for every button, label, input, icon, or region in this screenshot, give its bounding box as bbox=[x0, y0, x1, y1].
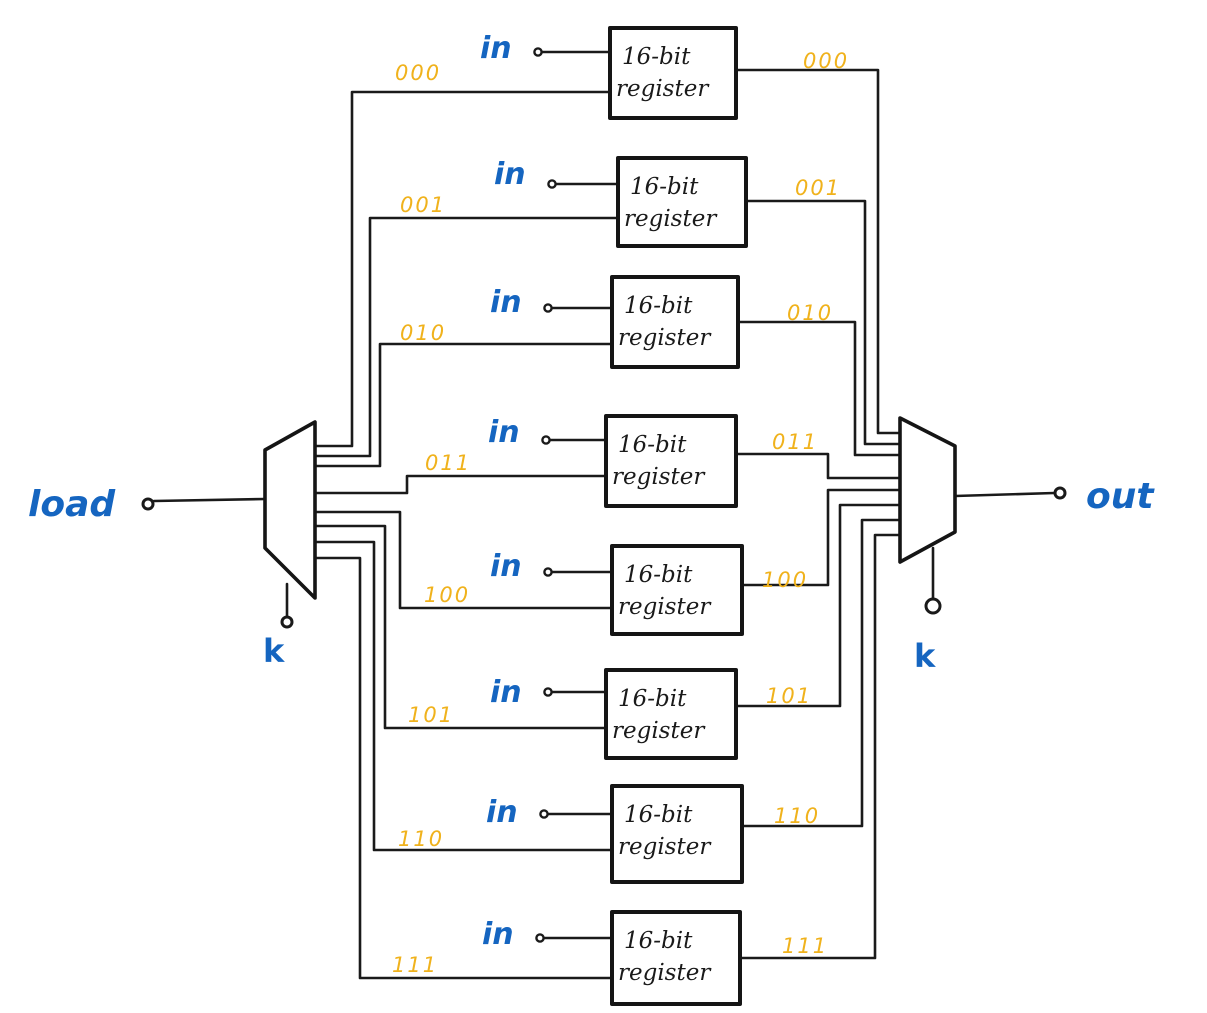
out-label: out bbox=[1086, 476, 1155, 517]
mux-wire-110 bbox=[740, 518, 902, 828]
output-multiplexer bbox=[898, 416, 957, 564]
input-label: in bbox=[486, 795, 518, 830]
input-port bbox=[543, 567, 553, 577]
demux-wire-111 bbox=[313, 556, 614, 980]
address-label-out: 111 bbox=[782, 934, 828, 958]
load-port bbox=[141, 497, 155, 511]
register-subtitle: register bbox=[612, 464, 706, 490]
address-label-out: 010 bbox=[787, 301, 833, 325]
input-label: in bbox=[488, 415, 520, 450]
input-port bbox=[543, 687, 553, 697]
labels: load out k k in 000 000 in 001 001 in 010 010 in 0… bbox=[28, 31, 1155, 977]
register-block-110 bbox=[610, 784, 744, 884]
address-label-out: 100 bbox=[762, 568, 808, 592]
address-label-out: 000 bbox=[803, 49, 849, 73]
input-label: in bbox=[490, 285, 522, 320]
address-label-out: 011 bbox=[772, 430, 818, 454]
demux-select-port bbox=[280, 615, 294, 629]
mux-select-port bbox=[924, 597, 942, 615]
register-subtitle: register bbox=[612, 718, 706, 744]
input-port bbox=[541, 435, 551, 445]
address-label-in: 011 bbox=[425, 451, 471, 475]
register-blocks: 16-bit register 16-bit register 16-bit regist… bbox=[604, 26, 748, 1006]
register-block-001 bbox=[616, 156, 748, 248]
input-port bbox=[533, 47, 543, 57]
register-title: 16-bit bbox=[618, 686, 687, 712]
address-label-in: 111 bbox=[392, 953, 438, 977]
address-label-out: 001 bbox=[795, 176, 841, 200]
input-label: in bbox=[482, 917, 514, 952]
register-block-000 bbox=[608, 26, 738, 120]
register-title: 16-bit bbox=[624, 293, 693, 319]
register-subtitle: register bbox=[616, 76, 710, 102]
demux-select-label: k bbox=[263, 632, 285, 670]
address-label-in: 110 bbox=[398, 827, 444, 851]
address-label-in: 001 bbox=[400, 193, 446, 217]
register-title: 16-bit bbox=[624, 928, 693, 954]
mux-wire-001 bbox=[744, 199, 902, 446]
register-block-111 bbox=[610, 910, 742, 1006]
register-title: 16-bit bbox=[630, 174, 699, 200]
address-label-in: 010 bbox=[400, 321, 446, 345]
mux-wire-101 bbox=[734, 503, 902, 708]
input-port bbox=[539, 809, 549, 819]
input-label: in bbox=[490, 675, 522, 710]
register-subtitle: register bbox=[618, 960, 712, 986]
register-block-010 bbox=[610, 275, 740, 369]
input-label: in bbox=[480, 31, 512, 66]
register-block-011 bbox=[604, 414, 738, 508]
input-port bbox=[535, 933, 545, 943]
input-port bbox=[547, 179, 557, 189]
mux-wire-100 bbox=[740, 488, 902, 587]
mux-select-label: k bbox=[914, 637, 936, 675]
wires bbox=[152, 50, 1056, 980]
out-wire bbox=[953, 491, 1056, 498]
address-label-out: 101 bbox=[766, 684, 812, 708]
register-title: 16-bit bbox=[624, 562, 693, 588]
register-title: 16-bit bbox=[624, 802, 693, 828]
demux-wire-011 bbox=[313, 474, 608, 495]
address-label-in: 000 bbox=[395, 61, 441, 85]
register-title: 16-bit bbox=[622, 44, 691, 70]
input-label: in bbox=[494, 157, 526, 192]
register-block-100 bbox=[610, 544, 744, 636]
input-port bbox=[543, 303, 553, 313]
load-label: load bbox=[28, 484, 116, 525]
load-demultiplexer bbox=[263, 420, 317, 600]
demux-wire-110 bbox=[313, 540, 614, 852]
address-label-in: 100 bbox=[424, 583, 470, 607]
demux-wire-101 bbox=[313, 524, 608, 730]
address-label-out: 110 bbox=[774, 804, 820, 828]
demux-wire-010 bbox=[313, 342, 614, 468]
demux-wire-000 bbox=[313, 90, 612, 448]
register-subtitle: register bbox=[618, 325, 712, 351]
out-port bbox=[1053, 486, 1067, 500]
mux-wire-000 bbox=[734, 68, 902, 435]
mux-wire-010 bbox=[736, 320, 902, 457]
demux-wire-100 bbox=[313, 510, 614, 610]
mux-wire-111 bbox=[738, 533, 902, 960]
demux-wire-001 bbox=[313, 216, 620, 458]
register-subtitle: register bbox=[624, 206, 718, 232]
register-subtitle: register bbox=[618, 834, 712, 860]
mux-wire-011 bbox=[734, 452, 902, 480]
address-label-in: 101 bbox=[408, 703, 454, 727]
load-wire bbox=[152, 497, 267, 503]
input-label: in bbox=[490, 549, 522, 584]
multiplexers bbox=[263, 416, 957, 600]
register-subtitle: register bbox=[618, 594, 712, 620]
register-block-101 bbox=[604, 668, 738, 760]
register-title: 16-bit bbox=[618, 432, 687, 458]
